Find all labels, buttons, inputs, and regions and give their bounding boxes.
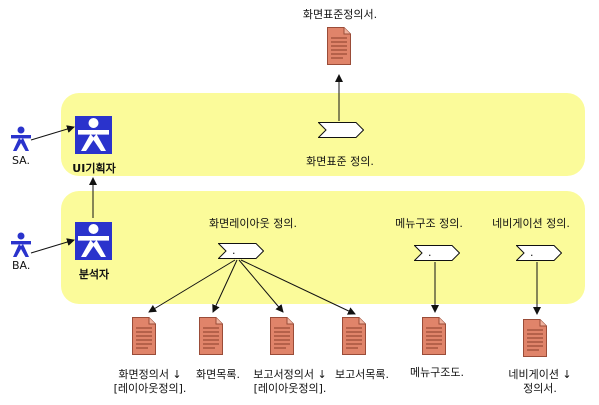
doc-label-screen-list: 화면목록. xyxy=(196,368,240,381)
doc-label-report-list: 보고서목록. xyxy=(334,368,390,381)
actor-label-analyst: 분석자 xyxy=(78,268,110,281)
activity-label-screen-layout: 화면레이아웃 정의. xyxy=(209,217,297,230)
document-icon xyxy=(270,317,294,355)
document-icon xyxy=(132,317,156,355)
doc-label-screen-def-1: 화면정의서 ↓ xyxy=(118,368,182,381)
actor-label-ba: BA. xyxy=(12,259,31,272)
doc-label-report-def-1: 보고서정의서 ↓ xyxy=(253,368,327,381)
stick-figure-icon xyxy=(11,232,31,257)
activity-menu-structure[interactable] xyxy=(414,245,460,261)
activity-marker-layout: . xyxy=(232,244,236,257)
activity-marker-nav: . xyxy=(530,246,534,259)
actor-icon xyxy=(75,222,112,260)
document-icon xyxy=(327,27,351,65)
activity-screen-layout[interactable] xyxy=(218,243,264,259)
doc-label-report-def-2: [레이아웃정의]. xyxy=(253,382,327,395)
activity-label-navigation: 네비게이션 정의. xyxy=(492,217,570,230)
actor-label-sa: SA. xyxy=(12,154,31,167)
doc-label-screen-standard-spec: 화면표준정의서. xyxy=(302,8,378,21)
document-icon xyxy=(199,317,223,355)
doc-label-screen-def-2: [레이아웃정의]. xyxy=(113,382,187,395)
activity-label-screen-standard: 화면표준 정의. xyxy=(306,155,374,168)
actor-label-ui-planner: UI기획자 xyxy=(72,162,116,175)
activity-marker-menu: . xyxy=(428,246,432,259)
actor-icon xyxy=(75,116,112,154)
activity-label-menu-structure: 메뉴구조 정의. xyxy=(395,217,463,230)
doc-label-menu-structure: 메뉴구조도. xyxy=(409,366,465,379)
activity-screen-standard[interactable] xyxy=(318,122,364,138)
document-icon xyxy=(342,317,366,355)
doc-label-nav-spec-1: 네비게이션 ↓ xyxy=(508,368,572,381)
stick-figure-icon xyxy=(11,126,31,151)
document-icon xyxy=(523,319,547,357)
activity-navigation[interactable] xyxy=(516,245,562,261)
doc-label-nav-spec-2: 정의서. xyxy=(523,382,557,395)
document-icon xyxy=(422,317,446,355)
swimlane-analyst xyxy=(61,191,585,304)
